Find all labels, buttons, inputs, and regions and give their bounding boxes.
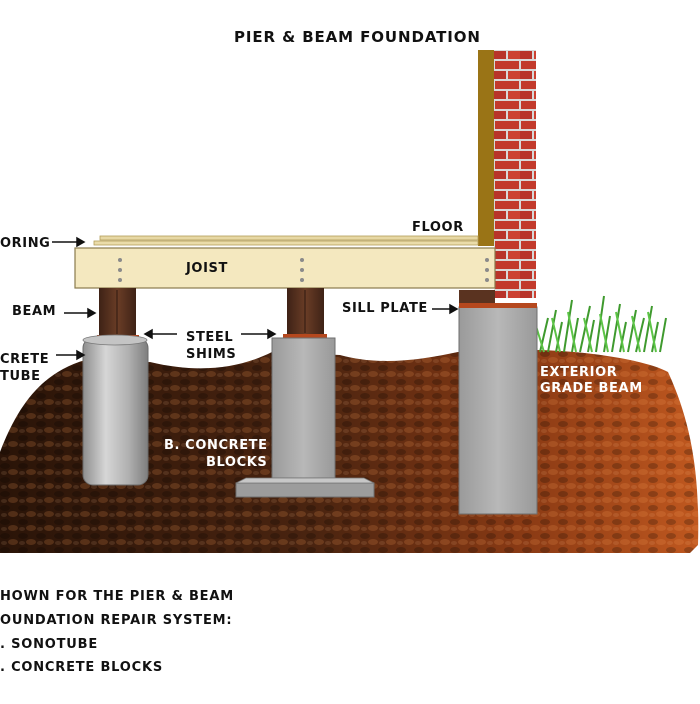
floor-label: FLOOR — [412, 220, 464, 235]
steel-shims-label-line1: STEEL — [186, 330, 234, 345]
steel-shims-label-line2: SHIMS — [186, 347, 237, 362]
flooring-arrow — [52, 236, 86, 248]
sill-plate-label: SILL PLATE — [342, 301, 428, 316]
grade-beam-cap — [459, 303, 537, 308]
beam-arrow — [64, 307, 97, 319]
grade-beam-label-line1: EXTERIOR — [540, 365, 618, 380]
tube-arrow — [56, 349, 86, 361]
concrete-footing — [235, 482, 375, 498]
shim-arrow-left — [143, 328, 177, 340]
beam-label: BEAM — [12, 304, 57, 319]
shim-arrow-right — [241, 328, 277, 340]
note-line-3: . SONOTUBE — [0, 637, 99, 652]
concrete-blocks-label-line1: B. CONCRETE — [164, 438, 268, 453]
concrete-block-pier — [271, 337, 336, 479]
note-line-2: OUNDATION REPAIR SYSTEM: — [0, 613, 233, 628]
concrete-tube-label-line2: TUBE — [0, 369, 41, 384]
brick-wall — [494, 50, 536, 298]
concrete-tube-label-line1: CRETE — [0, 352, 50, 367]
diagram-title: PIER & BEAM FOUNDATION — [234, 28, 481, 46]
joist — [74, 247, 496, 289]
grade-beam — [458, 306, 538, 515]
note-line-1: HOWN FOR THE PIER & BEAM — [0, 589, 234, 604]
subfloor — [93, 240, 479, 246]
flooring-label: ORING — [0, 236, 51, 251]
wall-sheathing — [478, 50, 494, 246]
joist-bolts — [118, 258, 489, 282]
joist-label: JOIST — [186, 261, 228, 276]
flooring — [99, 235, 479, 241]
footing-top — [235, 477, 375, 484]
concrete-blocks-label-line2: BLOCKS — [206, 455, 268, 470]
grass — [535, 295, 667, 353]
note-line-4: . CONCRETE BLOCKS — [0, 660, 163, 675]
sill-plate — [459, 290, 495, 303]
sill-plate-arrow — [432, 303, 459, 315]
sonotube — [82, 337, 149, 486]
steel-shim-center — [283, 334, 327, 338]
grade-beam-label-line2: GRADE BEAM — [540, 381, 643, 396]
